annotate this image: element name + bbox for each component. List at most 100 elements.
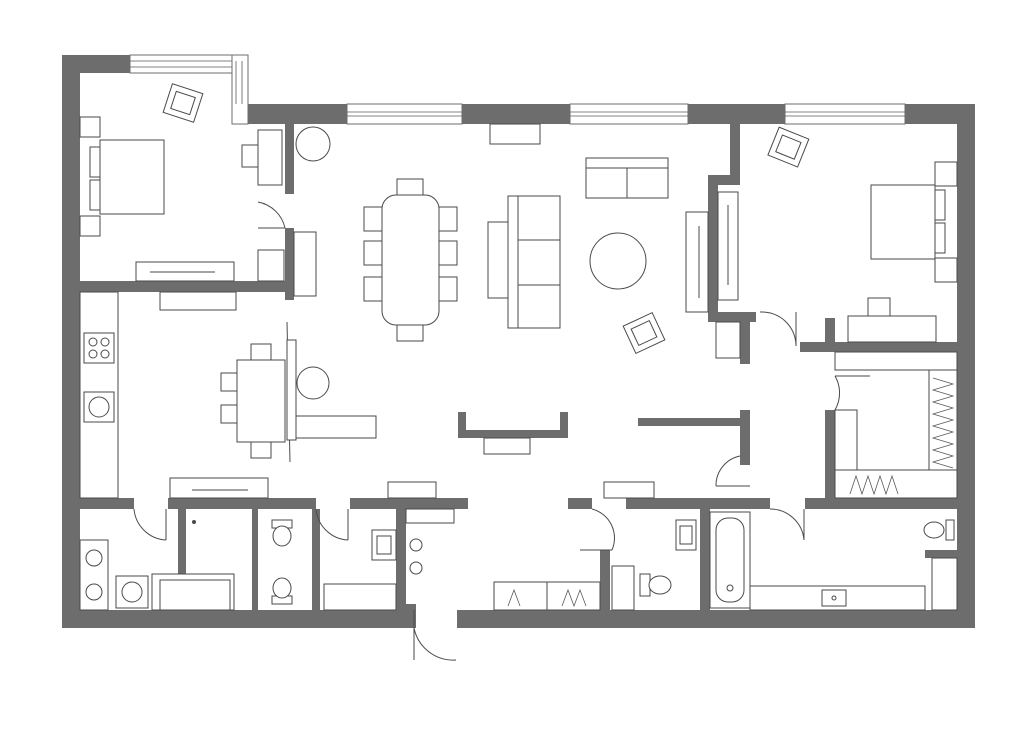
cabinet-bath3: [931, 557, 958, 611]
desk-left: [257, 129, 283, 186]
pillow-right-b: [934, 222, 946, 254]
wall-island-left: [458, 412, 466, 438]
nightstand-right-a: [934, 161, 958, 187]
wall-bath1: [396, 509, 406, 610]
kitchen: [79, 291, 377, 499]
wall-entry-jamb: [406, 604, 416, 628]
chair: [250, 343, 272, 361]
rack-wardrobe: [928, 369, 958, 479]
shoe-bench: [387, 481, 437, 499]
window-living-a: [346, 103, 463, 125]
toilet: [271, 577, 293, 605]
wall-hall-closet: [600, 550, 610, 610]
interior-walls: [80, 124, 957, 628]
chair-desk-left: [241, 144, 259, 168]
nightstand-left-a: [79, 116, 101, 138]
shelf-wardrobe-top: [834, 351, 958, 371]
wall-laundry: [178, 509, 186, 610]
shelf-kitchen: [159, 291, 237, 311]
window-bedroom-right: [784, 103, 906, 125]
chair: [250, 441, 272, 459]
bench: [295, 415, 377, 439]
wall-north-mid-a: [232, 104, 347, 124]
chair: [396, 178, 424, 196]
windows: [129, 54, 906, 125]
door-bath-right: [769, 508, 805, 541]
pillow-right-a: [934, 189, 946, 221]
door-laundry: [133, 508, 167, 541]
chair: [220, 404, 238, 424]
wall-bedroom-r-south-a: [708, 312, 756, 322]
sideboard-kitchen: [169, 477, 269, 499]
wall-bedroom-kitchen: [80, 281, 292, 292]
wall-south-rooms-f: [805, 498, 957, 509]
armchair-living: [622, 311, 666, 355]
burner: [100, 349, 110, 359]
wardrobe-room: [834, 351, 958, 499]
chair: [396, 324, 424, 342]
plant-pot: [295, 126, 331, 162]
chair: [363, 240, 383, 266]
dining-table-large: [381, 194, 440, 326]
bathroom-3: [709, 511, 958, 611]
chair: [363, 276, 383, 302]
dining-table-kitchen: [236, 359, 286, 443]
wall-wardrobe-w: [825, 410, 835, 508]
window-top-left: [129, 54, 249, 74]
wall-south-rooms-a: [80, 498, 134, 509]
door-bedroom-left: [257, 201, 286, 229]
wall-south-left: [62, 610, 414, 628]
partition-screen: [286, 339, 297, 441]
wall-bath2: [700, 509, 710, 610]
outer-walls: [62, 55, 975, 628]
tv-unit: [489, 123, 541, 145]
chair: [438, 206, 458, 232]
chair: [363, 206, 383, 232]
wall-south-rooms-b: [168, 498, 316, 509]
bedroom-right: [717, 126, 958, 343]
wall-island-right: [560, 412, 568, 438]
bed-right: [870, 184, 936, 260]
bar-stool-bench: [483, 437, 531, 455]
doors: [133, 201, 870, 661]
nightstand-right-b: [934, 257, 958, 283]
cabinet-wc2: [611, 565, 635, 611]
wall-bedroom-east-lower: [285, 228, 294, 300]
wall-closet-w: [740, 312, 750, 364]
toilet: [639, 573, 672, 597]
armchair-right: [767, 126, 810, 168]
window-living-b: [569, 103, 689, 125]
window-corner: [231, 54, 249, 125]
door-wardrobe: [834, 375, 841, 411]
living-room: [293, 123, 741, 524]
pillow-left-b: [89, 179, 101, 211]
shelf-hall: [405, 508, 455, 524]
wall-bedroom-r-west-upper: [730, 124, 740, 179]
sink-laundry: [115, 575, 149, 609]
round-table-small: [296, 366, 330, 400]
shelf-wardrobe-side: [834, 409, 858, 471]
door-wc: [315, 508, 349, 541]
wall-wc1: [252, 509, 258, 610]
burner: [88, 337, 98, 347]
nightstand-left-b: [79, 215, 101, 237]
bed-left: [99, 139, 165, 215]
wall-bedroom-r-notch: [708, 175, 740, 185]
door-hall-wc: [591, 508, 615, 551]
cabinet-living: [685, 211, 709, 313]
wall-east: [957, 104, 975, 628]
chair: [438, 276, 458, 302]
wall-corridor-stub: [638, 418, 740, 426]
cooktop: [83, 332, 115, 364]
sofa-arm: [487, 221, 511, 299]
wall-south-rooms-d: [568, 498, 592, 509]
wall-south-rooms-c: [350, 498, 468, 509]
door-corridor: [715, 455, 741, 487]
coat-hook: [409, 561, 423, 575]
laundry: [79, 520, 235, 611]
chair: [220, 372, 238, 392]
chair-desk-right: [867, 297, 891, 317]
wall-closet-jog: [825, 318, 835, 352]
wall-west: [62, 55, 80, 628]
